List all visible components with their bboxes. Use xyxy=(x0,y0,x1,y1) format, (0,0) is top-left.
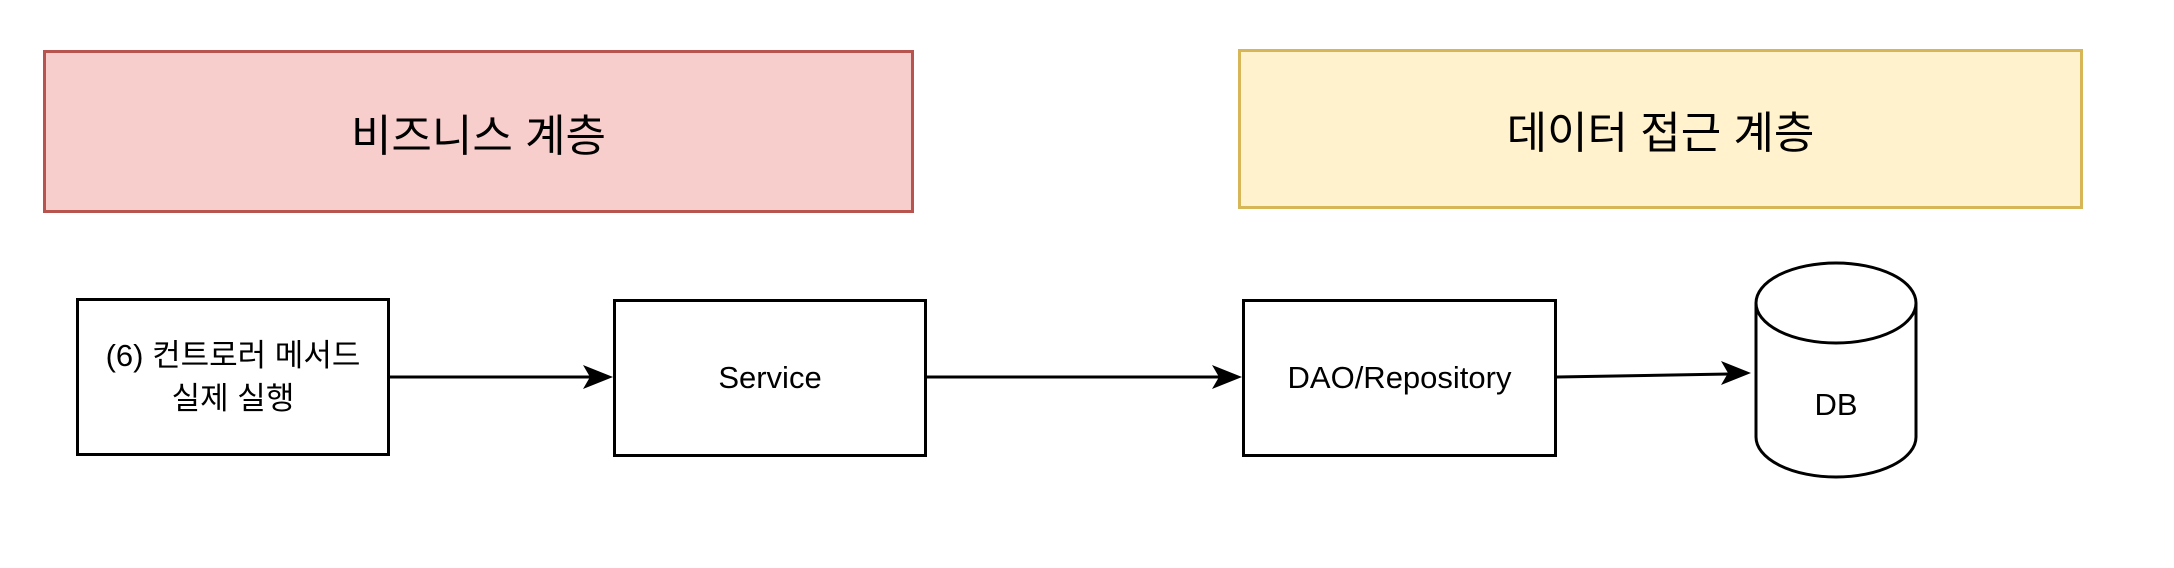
arrow-head-service-to-dao xyxy=(1212,365,1242,389)
arrow-head-controller-to-service xyxy=(583,365,613,389)
node-label-service: Service xyxy=(718,360,822,396)
node-service: Service xyxy=(613,299,927,457)
node-db: DB xyxy=(1756,385,1916,425)
node-label-controller-method: (6) 컨트로러 메서드 실제 실행 xyxy=(105,337,361,416)
node-label-dao-repository: DAO/Repository xyxy=(1287,360,1512,396)
layer-label-business: 비즈니스 계층 xyxy=(350,111,607,161)
db-cylinder-top xyxy=(1754,261,1918,345)
arrow-head-dao-to-db xyxy=(1721,361,1751,385)
node-dao-repository: DAO/Repository xyxy=(1242,299,1557,457)
node-controller-method: (6) 컨트로러 메서드 실제 실행 xyxy=(76,298,390,456)
arrow-line-dao-to-db xyxy=(1556,372,1730,379)
layer-box-business: 비즈니스 계층 xyxy=(43,50,914,213)
layer-box-data-access: 데이터 접근 계층 xyxy=(1238,49,2083,209)
node-label-db: DB xyxy=(1814,387,1858,422)
layer-label-data-access: 데이터 접근 계층 xyxy=(1506,109,1815,158)
